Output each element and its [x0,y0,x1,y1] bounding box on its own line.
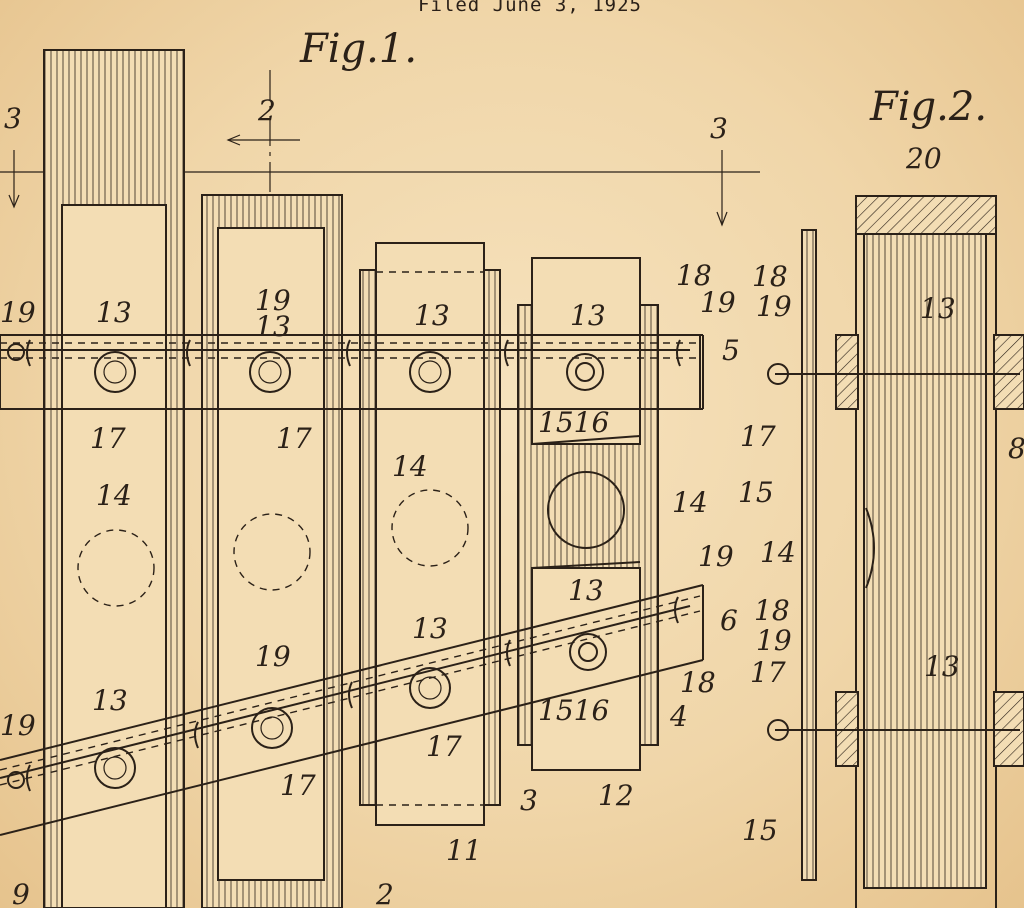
label-13: 13 [96,296,132,329]
label-19: 19 [255,284,291,317]
label-19: 19 [698,540,734,573]
label-17: 17 [750,656,786,689]
fig1-label: Fig.1. [299,26,417,72]
label-5: 5 [722,334,740,367]
label-9: 9 [12,878,30,908]
label-3: 3 [520,784,538,817]
label-13: 13 [570,299,606,332]
label-17: 17 [426,730,462,763]
label-2: 2 [375,878,394,908]
fig2-label: Fig.2. [869,84,987,130]
section-mark-right: 3 [710,112,728,145]
label-19: 19 [0,296,36,329]
label-13: 13 [414,299,450,332]
label-15-16: 1516 [538,406,609,439]
label-14: 14 [96,479,132,512]
label-4: 4 [669,700,688,733]
label-18: 18 [676,259,712,292]
label-19: 19 [255,640,291,673]
fig1-slats [43,49,659,908]
label-18: 18 [752,260,788,293]
label-17: 17 [740,420,776,453]
label-13: 13 [920,292,956,325]
section-mark-left: 3 [4,102,22,135]
label-13: 13 [412,612,448,645]
label-6: 6 [720,604,738,637]
label-15: 15 [742,814,778,847]
label-19: 19 [0,709,36,742]
label-17: 17 [280,769,316,802]
filed-date: Filed June 3, 1925 [418,0,642,16]
label-15: 15 [738,476,774,509]
label-17: 17 [90,422,126,455]
label-14: 14 [760,536,796,569]
label-18: 18 [680,666,716,699]
fig2-section [767,195,1024,908]
section-mark-center: 2 [257,94,276,127]
reference-labels: Fig.1. Fig.2. 3 2 3 13 13 13 13 13 13 13… [0,26,1024,908]
label-13: 13 [255,310,291,343]
label-19: 19 [756,624,792,657]
label-11: 11 [446,834,482,867]
label-17: 17 [276,422,312,455]
label-15-16: 1516 [538,694,609,727]
label-19: 19 [700,286,736,319]
label-13: 13 [92,684,128,717]
label-13: 13 [924,650,960,683]
holes [77,471,625,607]
label-14: 14 [672,486,708,519]
label-12: 12 [598,779,634,812]
label-20: 20 [905,142,942,175]
staples [7,339,681,792]
label-14: 14 [392,450,428,483]
label-19: 19 [756,290,792,323]
upper-rail [0,334,704,410]
nails [94,351,607,789]
lower-rail [0,584,704,836]
label-18: 18 [754,594,790,627]
label-13: 13 [568,574,604,607]
label-8: 8 [1008,432,1024,465]
